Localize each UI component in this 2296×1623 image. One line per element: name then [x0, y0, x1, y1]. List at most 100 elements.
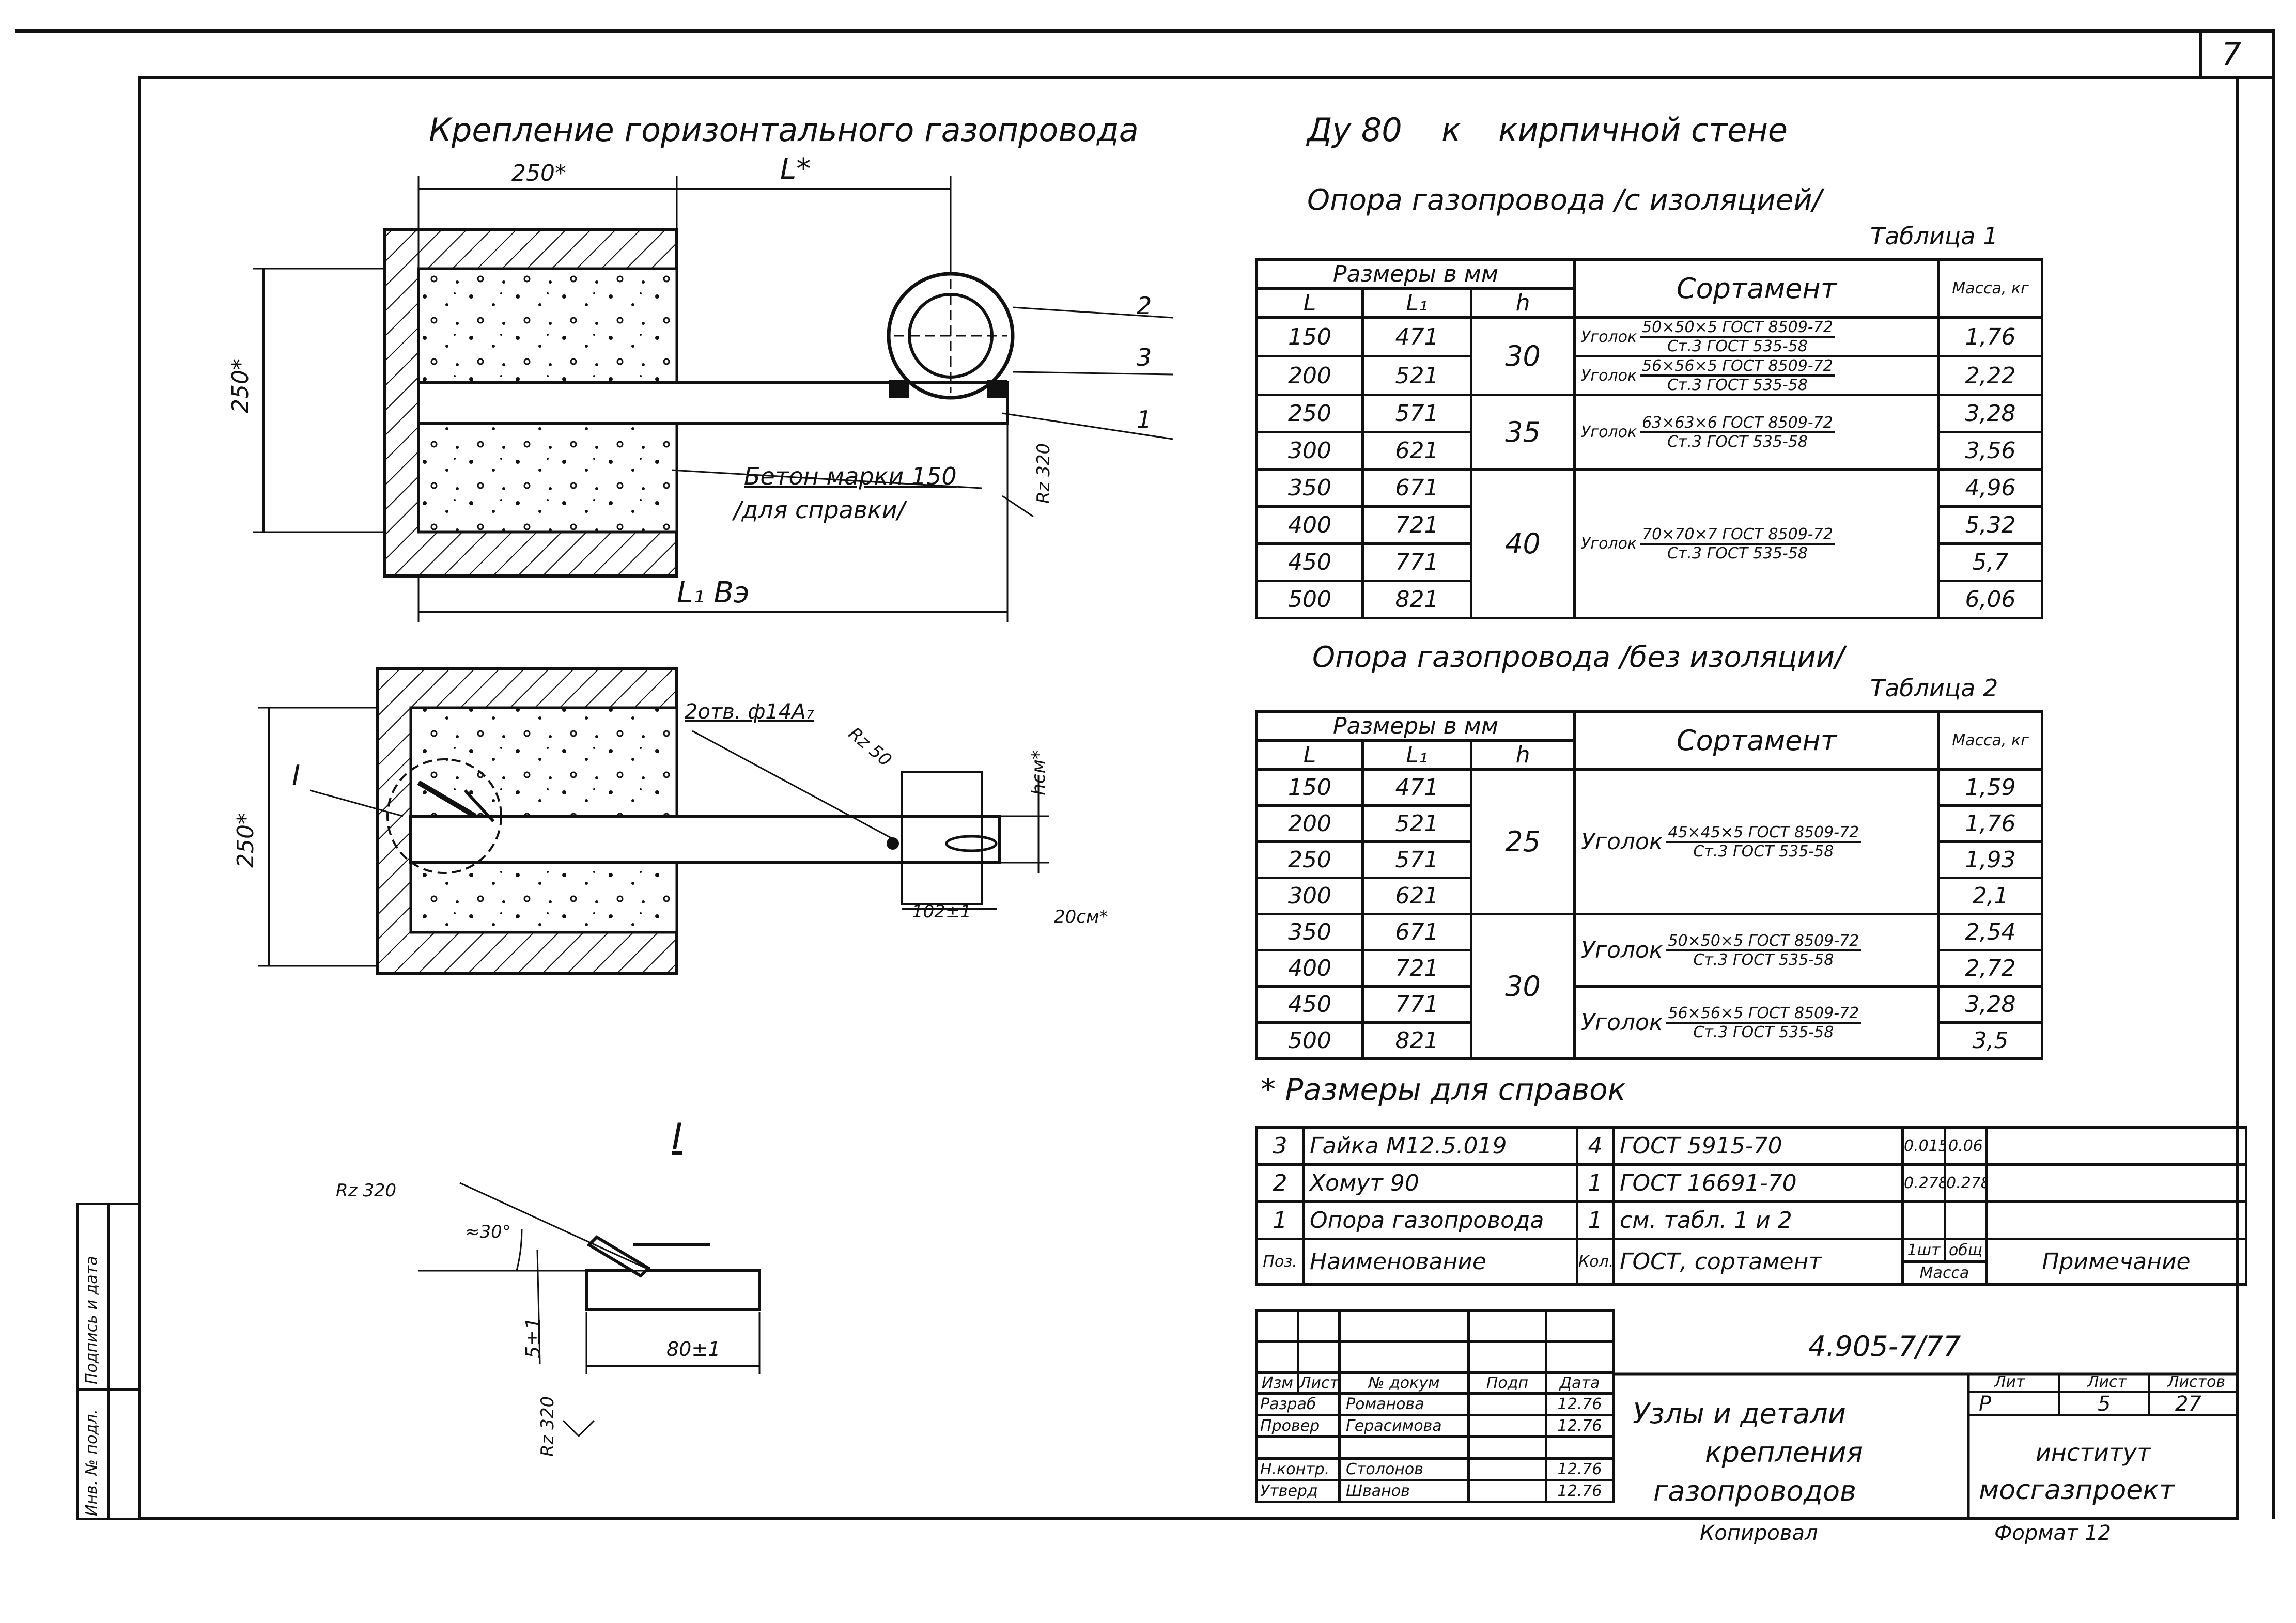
tb-col-doc: № докум [1338, 1371, 1470, 1395]
table1-h-group: 35 [1469, 394, 1576, 471]
tb-date: 12.76 [1545, 1392, 1615, 1416]
format-label: Формат 12 [1994, 1521, 2111, 1545]
tb-date: 12.76 [1545, 1479, 1615, 1503]
concrete-label: Бетон марки 150 [744, 462, 957, 490]
tb-lit: Р [1979, 1392, 1992, 1416]
table1-cell: 6,06 [1937, 580, 2044, 619]
spec-gost: см. табл. 1 и 2 [1612, 1200, 1904, 1240]
table2-cell: 1,93 [1937, 840, 2044, 879]
tb-title-3: газопроводов [1653, 1475, 1856, 1507]
tb-person [1338, 1435, 1470, 1460]
tb-title-1: Узлы и детали [1633, 1397, 1846, 1430]
table1-cell: 500 [1255, 580, 1364, 619]
table1-cell: 3,28 [1937, 394, 2044, 433]
spec-mass-unit: 0.278 [1901, 1163, 1946, 1203]
table2-cell: 3,5 [1937, 1021, 2044, 1060]
table1-h-group: 40 [1469, 468, 1576, 619]
spec-mass-total [1944, 1200, 1988, 1240]
table2-cell: 150 [1255, 768, 1364, 807]
sortament-top: 50×50×5 ГОСТ 8509-72 [1666, 932, 1861, 951]
footnote: * Размеры для справок [1261, 1072, 1626, 1107]
sortament-top: 56×56×5 ГОСТ 8509-72 [1666, 1005, 1861, 1024]
table2-cell: 671 [1361, 913, 1472, 951]
table1-cell: 4,96 [1937, 468, 2044, 508]
spec-table: 3 Гайка М12.5.019 4 ГОСТ 5915-70 0.015 0… [1255, 1126, 2247, 1286]
table2-cell: 721 [1361, 949, 1472, 988]
sortament-bot: Ст.3 ГОСТ 535-58 [1667, 376, 1808, 394]
sortament-name: Уголок [1581, 535, 1637, 553]
spec-qty: 1 [1576, 1200, 1615, 1240]
side-stamp-sign: Подпись и дата [83, 1256, 101, 1385]
dim-102: 102±1 [912, 901, 972, 922]
view-mark: I [292, 759, 300, 792]
sortament-bot: Ст.3 ГОСТ 535-58 [1693, 842, 1834, 861]
detail-angle: ≈30° [465, 1222, 511, 1242]
table2-cell: 2,72 [1937, 949, 2044, 988]
sortament-name: Уголок [1581, 1009, 1663, 1036]
dim-250: 250* [511, 160, 566, 186]
table1-cell: 621 [1361, 431, 1472, 471]
spec-header-m1: 1шт [1901, 1238, 1946, 1263]
table1-cell: 400 [1255, 505, 1364, 545]
table1-cell: 721 [1361, 505, 1472, 545]
callout-2: 2 [1137, 292, 1152, 320]
tb-signature [1467, 1479, 1547, 1503]
table2-heading: Опора газопровода /без изоляции/ [1312, 641, 1845, 674]
table2-cell: 521 [1361, 804, 1472, 843]
table1-cell: 471 [1361, 316, 1472, 357]
tb-date: 12.76 [1545, 1414, 1615, 1438]
tb-date: 12.76 [1545, 1457, 1615, 1481]
sortament-name: Уголок [1581, 937, 1663, 963]
title-block-left: Изм Лист № докум Подп Дата Разраб Романо… [1255, 1309, 1615, 1503]
tb-org-1: институт [2036, 1439, 2151, 1466]
table1-L-header: L [1255, 287, 1364, 319]
table1-cell: 200 [1255, 355, 1364, 396]
callout-1: 1 [1137, 405, 1152, 433]
table2-h-header: h [1469, 739, 1576, 771]
drawing-2 [258, 667, 1049, 975]
table1-cell: 571 [1361, 394, 1472, 433]
spec-header-mass: Масса [1901, 1260, 1988, 1286]
spec-note [1985, 1200, 2247, 1240]
table1-cell: 250 [1255, 394, 1364, 433]
tb-role: Н.контр. [1255, 1457, 1341, 1481]
sortament-bot: Ст.3 ГОСТ 535-58 [1693, 950, 1834, 969]
tb-sheet-label: Лист [2087, 1373, 2127, 1391]
table1-cell: 2,22 [1937, 355, 2044, 396]
tb-role: Провер [1255, 1414, 1341, 1438]
tb-signature [1467, 1392, 1547, 1416]
table2: Размеры в мм Сортамент Масса, кг L L₁ h … [1255, 710, 2044, 1060]
dim-L1: L₁ Вэ [677, 576, 750, 610]
spec-header-name: Наименование [1302, 1238, 1578, 1286]
table1-cell: 1,76 [1937, 316, 2044, 357]
dim-h: hсм* [1028, 750, 1049, 795]
dim-250-vert-2: 250* [232, 813, 259, 868]
spec-gost: ГОСТ 5915-70 [1612, 1126, 1904, 1166]
drawing-title: Крепление горизонтального газопровода [429, 111, 1139, 149]
sortament-name: Уголок [1581, 423, 1637, 441]
detail-dim-80: 80±1 [666, 1338, 721, 1361]
copied-label: Копировал [1700, 1521, 1818, 1545]
table1-sortament-header: Сортамент [1573, 258, 1941, 319]
spec-mass-unit [1901, 1200, 1946, 1240]
side-stamp-inv: Инв. № подл. [83, 1409, 101, 1516]
table2-h-group: 25 [1469, 768, 1576, 915]
spec-name: Опора газопровода [1302, 1200, 1578, 1240]
table2-h-group: 30 [1469, 913, 1576, 1060]
table2-cell: 621 [1361, 877, 1472, 915]
table1-cell: 821 [1361, 580, 1472, 619]
spec-pos: 1 [1255, 1200, 1305, 1240]
tb-title-2: крепления [1705, 1436, 1864, 1469]
detail-title: I [672, 1116, 682, 1158]
spec-header-m2: общ [1944, 1238, 1988, 1263]
tb-role: Утверд [1255, 1479, 1341, 1503]
sortament-bot: Ст.3 ГОСТ 535-58 [1667, 337, 1808, 355]
tb-signature [1467, 1414, 1547, 1438]
table2-cell: 350 [1255, 913, 1364, 951]
table1-cell: 3,56 [1937, 431, 2044, 471]
